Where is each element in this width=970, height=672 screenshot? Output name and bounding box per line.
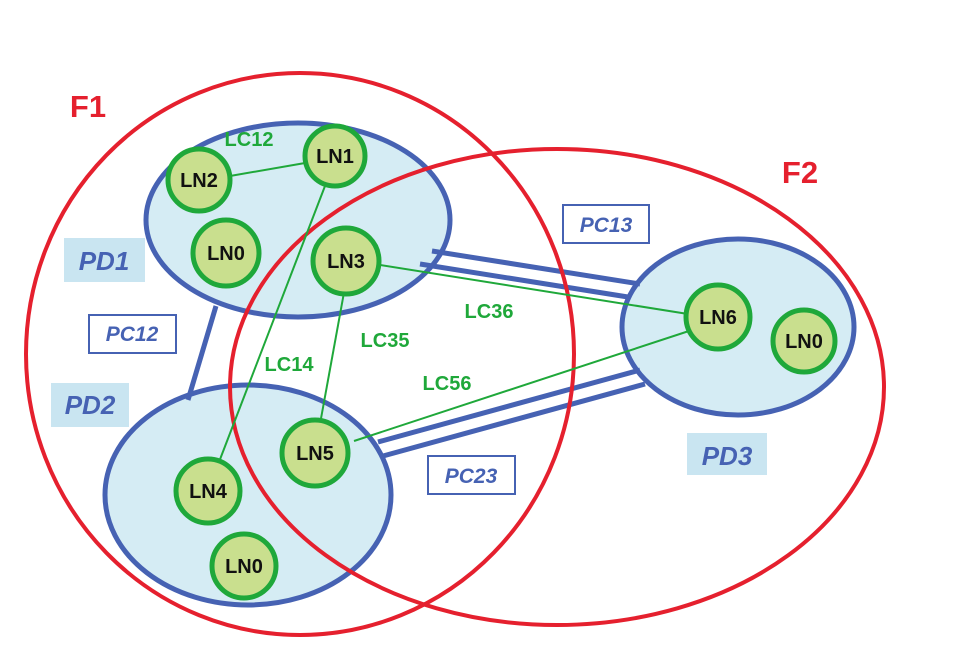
node-ln6-label: LN6 xyxy=(699,307,737,329)
domain-pd3-tag: PD3 xyxy=(687,433,767,475)
pc13-label: PC13 xyxy=(580,214,633,237)
domain-pd3-label: PD3 xyxy=(702,441,753,471)
node-ln0-pd3[interactable]: LN0 xyxy=(770,307,838,375)
flow-f1-label: F1 xyxy=(70,89,106,124)
domain-pd2-tag: PD2 xyxy=(51,383,129,427)
node-ln4-label: LN4 xyxy=(189,481,228,503)
flow-f1-boundary xyxy=(24,71,576,637)
link-lc14-label: LC14 xyxy=(265,354,315,376)
link-lc36[interactable] xyxy=(373,263,689,315)
node-ln6[interactable]: LN6 xyxy=(683,282,753,352)
node-ln5[interactable]: LN5 xyxy=(279,417,351,489)
pc13-tag: PC13 xyxy=(562,204,650,244)
node-ln0-pd2[interactable]: LN0 xyxy=(209,531,279,601)
flow-f2-label: F2 xyxy=(782,155,818,190)
path-connection-pd2-pd3 xyxy=(377,367,646,459)
domain-pd2-label: PD2 xyxy=(65,390,116,420)
link-lc36-label: LC36 xyxy=(465,301,514,323)
node-ln2[interactable]: LN2 xyxy=(165,146,233,214)
domain-pd1-tag: PD1 xyxy=(64,238,145,282)
node-ln1[interactable]: LN1 xyxy=(302,123,368,189)
node-ln1-label: LN1 xyxy=(316,146,354,168)
domain-pd1-label: PD1 xyxy=(79,246,130,276)
node-ln0-pd3-label: LN0 xyxy=(785,331,823,353)
flow-f2-boundary xyxy=(228,147,886,627)
pc12-tag: PC12 xyxy=(88,314,177,354)
path-connection-pd1-pd2 xyxy=(185,305,219,401)
node-ln5-label: LN5 xyxy=(296,443,334,465)
pc23-tag: PC23 xyxy=(427,455,516,495)
link-lc35[interactable] xyxy=(319,286,346,425)
link-lc56[interactable] xyxy=(353,329,693,442)
link-lc56-label: LC56 xyxy=(423,373,472,395)
link-lc14[interactable] xyxy=(218,185,326,463)
node-ln4[interactable]: LN4 xyxy=(173,456,243,526)
node-ln2-label: LN2 xyxy=(180,170,218,192)
node-ln3-label: LN3 xyxy=(327,251,365,273)
path-connection-pd1-pd3 xyxy=(419,248,641,300)
node-ln0-pd1[interactable]: LN0 xyxy=(190,217,262,289)
pc12-label: PC12 xyxy=(106,323,159,346)
node-ln0-pd1-label: LN0 xyxy=(207,243,245,265)
node-ln3[interactable]: LN3 xyxy=(310,225,382,297)
link-lc12[interactable] xyxy=(229,162,306,177)
pc23-label: PC23 xyxy=(445,465,498,488)
link-lc35-label: LC35 xyxy=(361,330,410,352)
node-ln0-pd2-label: LN0 xyxy=(225,556,263,578)
link-lc12-label: LC12 xyxy=(225,129,274,151)
